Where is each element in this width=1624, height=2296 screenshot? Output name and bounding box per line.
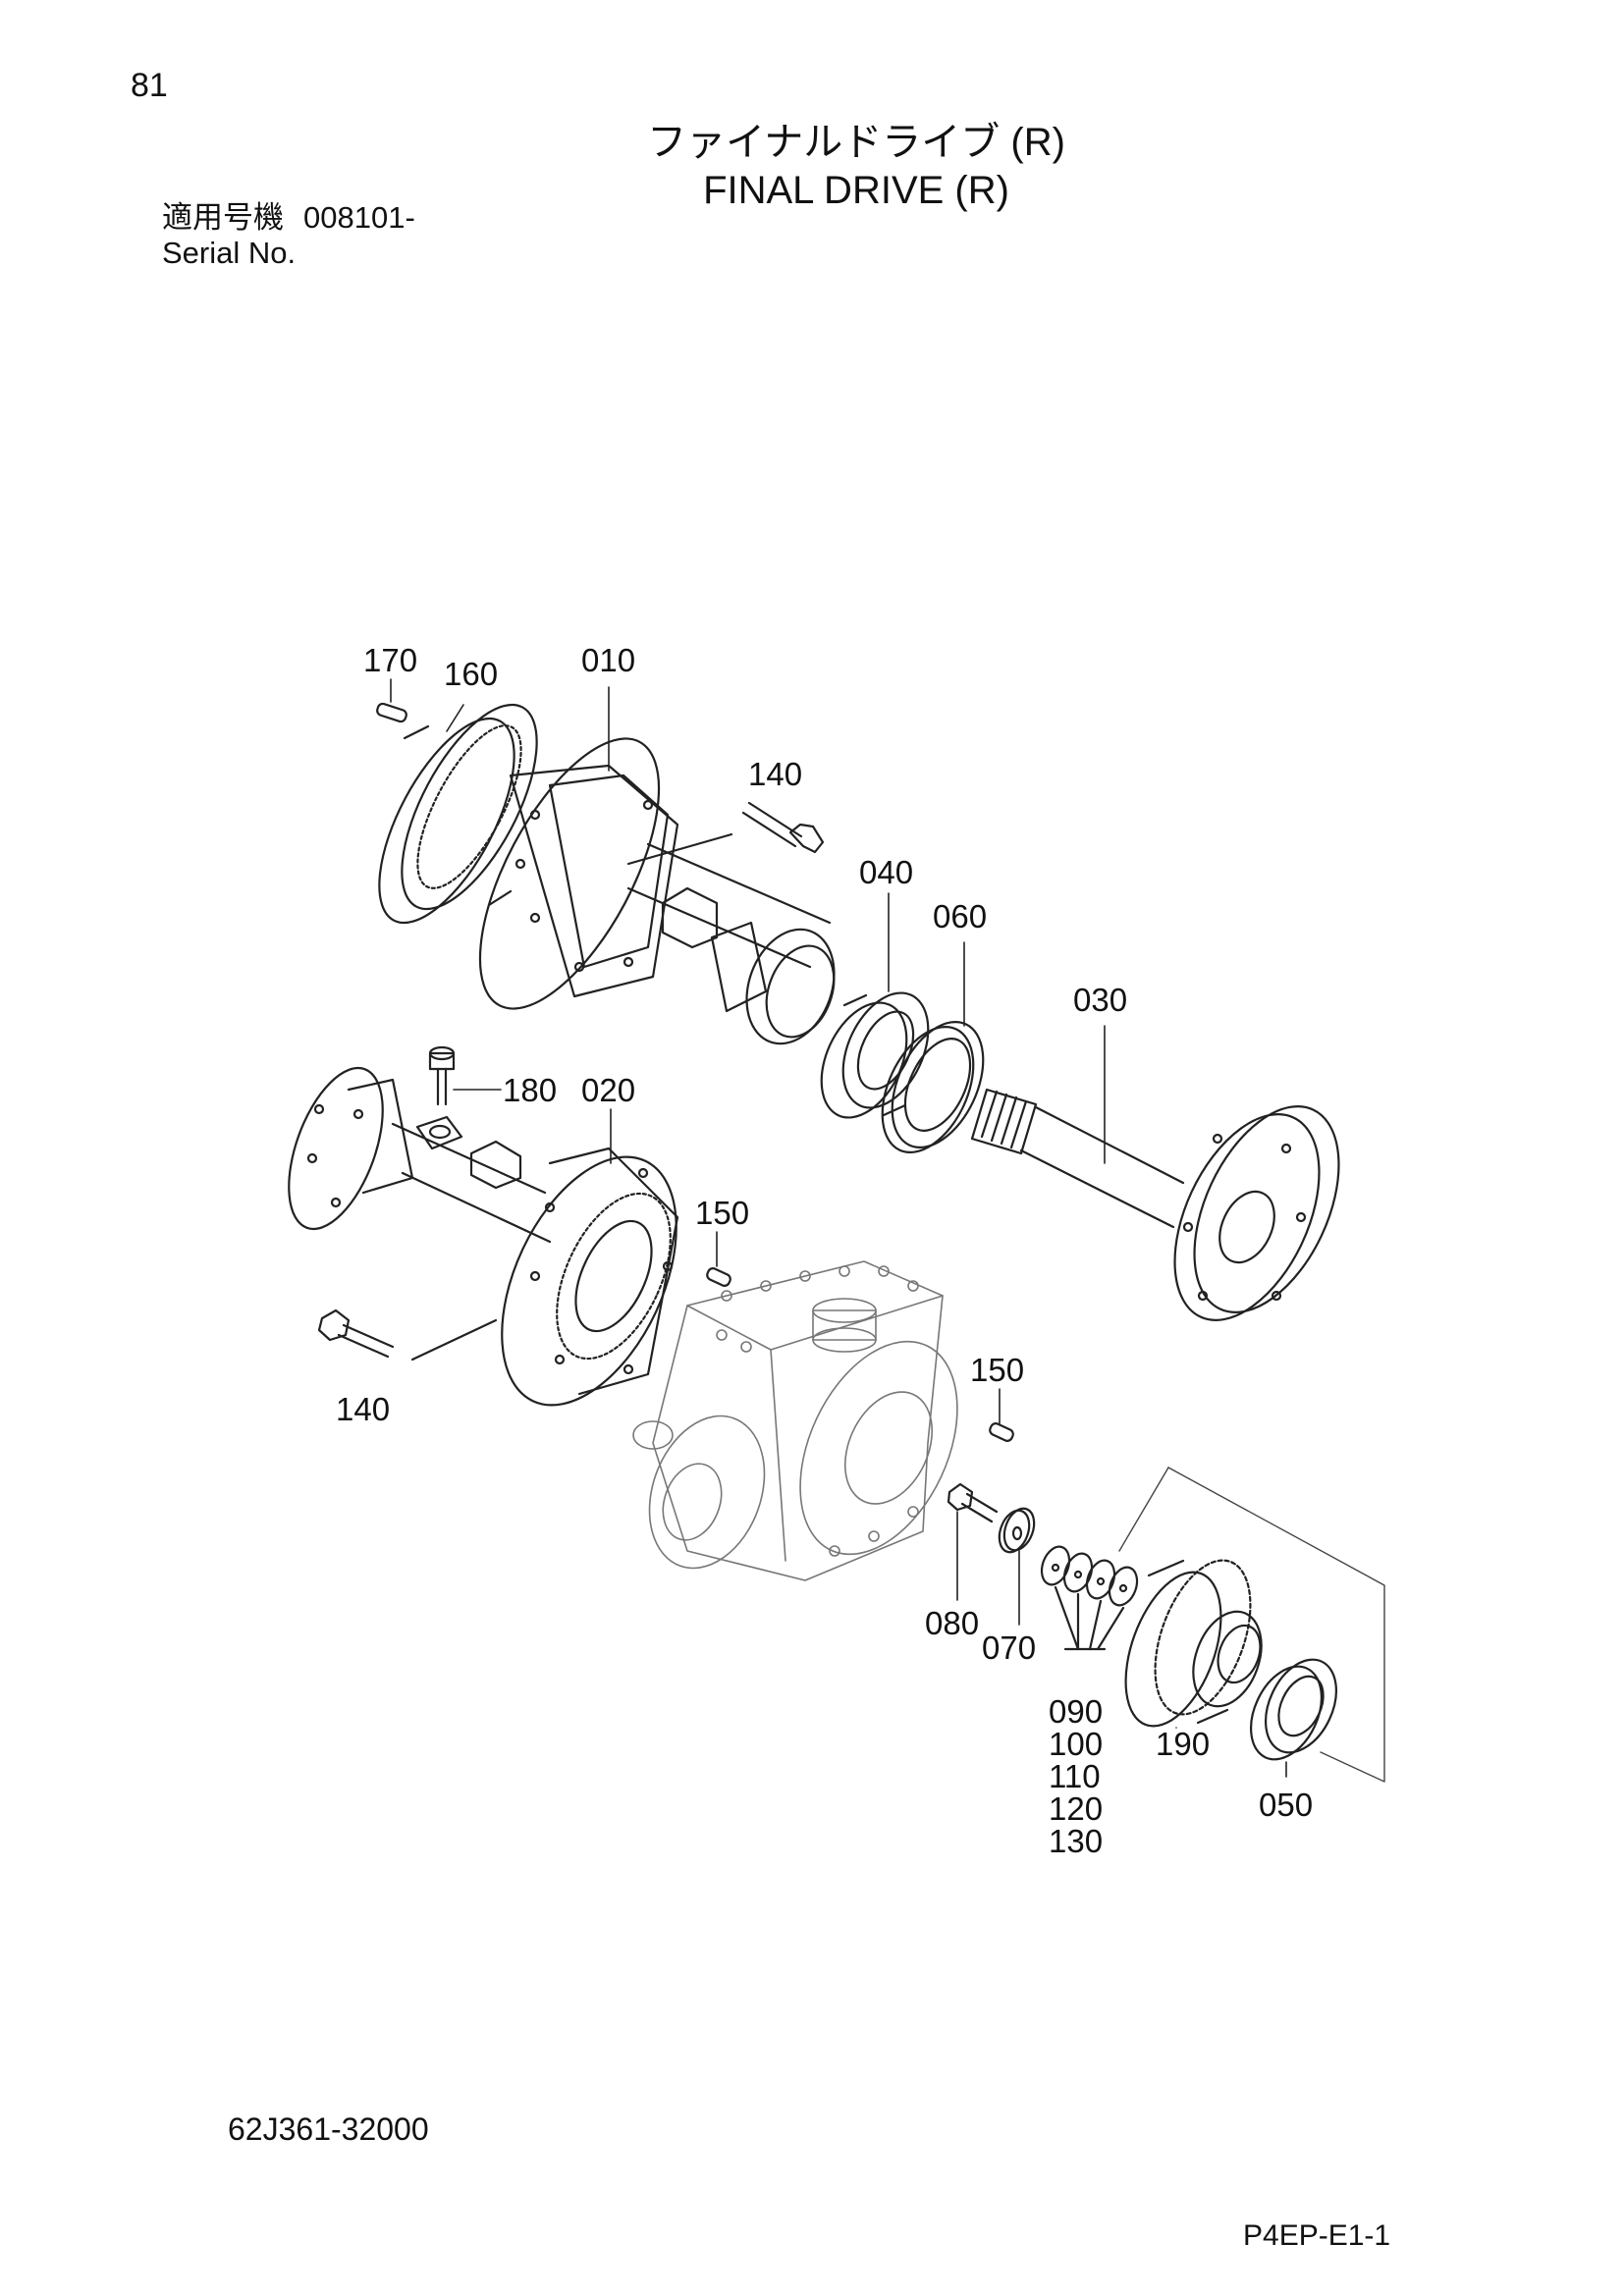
- callout-130: 130: [1049, 1823, 1103, 1859]
- part-140-bolt-upper: [741, 801, 825, 854]
- page-number: 81: [131, 67, 168, 104]
- part-060-seal-ring: [881, 1020, 985, 1154]
- drawing-code: 62J361-32000: [228, 2111, 429, 2147]
- callout-140-lower: 140: [336, 1391, 390, 1427]
- part-010-axle-housing: [478, 737, 836, 1045]
- callout-110: 110: [1049, 1758, 1101, 1794]
- callout-070: 070: [982, 1629, 1036, 1666]
- leader-lines: [390, 678, 1287, 1778]
- transmission-reference: [632, 1260, 958, 1581]
- callout-150-left: 150: [695, 1195, 749, 1231]
- serial-label-jp: 適用号機: [162, 200, 284, 235]
- callout-030: 030: [1073, 982, 1127, 1018]
- part-030-axle-shaft: [970, 1088, 1340, 1321]
- page-code: P4EP-E1-1: [1243, 2219, 1391, 2252]
- callout-140-upper: 140: [748, 756, 802, 792]
- serial-label-en: Serial No.: [162, 236, 297, 270]
- part-050-bearing: [1250, 1658, 1337, 1761]
- part-150-pin-left: [706, 1267, 731, 1287]
- part-160-ring-gear: [378, 703, 538, 925]
- callout-040: 040: [859, 854, 913, 890]
- callout-170: 170: [363, 642, 417, 678]
- callout-180: 180: [503, 1072, 557, 1108]
- callout-190: 190: [1156, 1726, 1210, 1762]
- callout-010: 010: [581, 642, 635, 678]
- callout-labels: 170 160 010 140 040 060 030 180 020 150 …: [336, 642, 1313, 1859]
- part-190-gear-hub: [1124, 1559, 1263, 1728]
- part-140-bolt-lower: [317, 1308, 498, 1362]
- callout-120: 120: [1049, 1790, 1103, 1827]
- part-020-axle-housing: [288, 1066, 679, 1407]
- part-170-pin: [376, 702, 407, 723]
- part-090-130-shims: [1040, 1545, 1139, 1651]
- callout-020: 020: [581, 1072, 635, 1108]
- part-070-washer: [998, 1507, 1036, 1554]
- serial-block: 適用号機 008101- Serial No.: [162, 200, 415, 271]
- part-080-bolt: [947, 1482, 999, 1523]
- part-180-plug: [428, 1045, 456, 1106]
- callout-090: 090: [1049, 1693, 1103, 1730]
- callout-160: 160: [444, 656, 498, 692]
- callout-050: 050: [1259, 1787, 1313, 1823]
- callout-080: 080: [925, 1605, 979, 1641]
- title-english: FINAL DRIVE (R): [703, 169, 1009, 212]
- callout-060: 060: [933, 898, 987, 934]
- part-150-pin-right: [989, 1422, 1014, 1442]
- title-japanese: ファイナルドライブ (R): [647, 121, 1065, 164]
- callout-100: 100: [1049, 1726, 1103, 1762]
- assembly-bracket: [1118, 1467, 1385, 1783]
- callout-150-right: 150: [970, 1352, 1024, 1388]
- serial-value: 008101-: [303, 200, 415, 235]
